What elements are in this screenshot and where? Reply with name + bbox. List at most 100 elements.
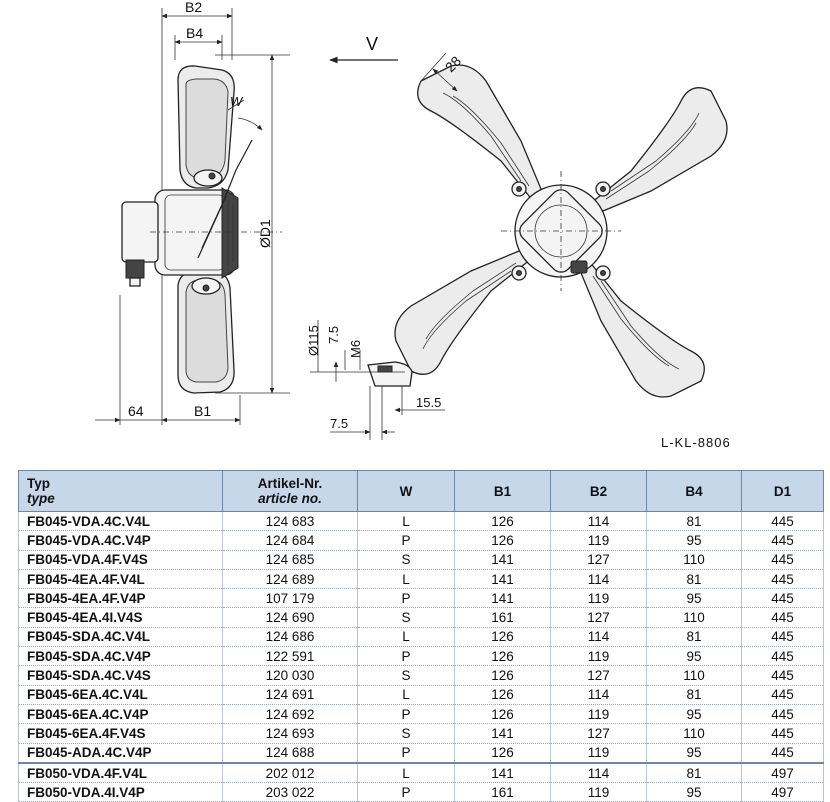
- cell-w: P: [357, 743, 455, 764]
- dim-b4-label: B4: [186, 25, 203, 41]
- cell-b2: 127: [550, 665, 647, 686]
- dim-7-5-horizontal-label: 7.5: [330, 416, 348, 431]
- cell-d1: 445: [741, 588, 824, 609]
- cell-d1: 445: [741, 685, 824, 705]
- cell-w: P: [357, 646, 455, 667]
- header-typ-en: type: [27, 491, 55, 506]
- header-b2: B2: [550, 470, 647, 512]
- cell-w: L: [357, 569, 455, 590]
- cell-w: P: [357, 530, 455, 551]
- header-w: W: [357, 470, 455, 512]
- cell-d1: 445: [741, 723, 824, 744]
- dim-15-5-label: 15.5: [416, 395, 441, 410]
- cell-article-no: 122 591: [222, 646, 358, 667]
- cell-b4: 95: [646, 646, 742, 667]
- cell-b4: 81: [646, 569, 742, 590]
- cell-b4: 110: [646, 550, 742, 570]
- header-b1: B1: [454, 470, 551, 512]
- cell-article-no: 124 683: [222, 511, 358, 532]
- cell-article-no: 120 030: [222, 665, 358, 686]
- cell-b1: 126: [454, 530, 551, 551]
- cell-b2: 119: [550, 530, 647, 551]
- cell-d1: 445: [741, 627, 824, 648]
- cell-b2: 119: [550, 704, 647, 725]
- cell-typ: FB045-4EA.4F.V4P: [18, 588, 223, 609]
- cell-b4: 81: [646, 511, 742, 532]
- cell-b4: 110: [646, 723, 742, 744]
- cell-b4: 95: [646, 704, 742, 725]
- spec-table: Typ type Artikel-Nr. article no. W B1 B2…: [18, 470, 824, 802]
- cell-b1: 126: [454, 704, 551, 725]
- dim-b1-label: B1: [194, 403, 211, 419]
- cell-b2: 114: [550, 569, 647, 590]
- header-artikel: Artikel-Nr. article no.: [222, 470, 358, 512]
- cell-article-no: 124 690: [222, 607, 358, 628]
- dim-w-label: W: [230, 94, 244, 109]
- front-view: 28: [394, 53, 728, 398]
- cell-b2: 127: [550, 550, 647, 570]
- cell-b4: 110: [646, 607, 742, 628]
- cell-b2: 114: [550, 627, 647, 648]
- dim-d1-label: ØD1: [257, 219, 273, 248]
- cell-b2: 114: [550, 685, 647, 705]
- cell-w: L: [357, 761, 455, 784]
- cell-w: P: [357, 588, 455, 609]
- cell-b2: 114: [550, 761, 647, 784]
- view-direction-v: V: [329, 34, 398, 64]
- cell-w: S: [357, 550, 455, 570]
- cell-typ: FB045-6EA.4F.V4S: [18, 723, 223, 744]
- header-b4: B4: [646, 470, 742, 512]
- cell-typ: FB045-SDA.4C.V4P: [18, 646, 223, 667]
- cell-b4: 95: [646, 588, 742, 609]
- cell-w: L: [357, 511, 455, 532]
- cell-article-no: 124 685: [222, 550, 358, 570]
- cell-b1: 126: [454, 665, 551, 686]
- cell-article-no: 124 686: [222, 627, 358, 648]
- cell-b2: 119: [550, 782, 647, 802]
- fan-blade: [417, 64, 542, 203]
- cell-b2: 127: [550, 607, 647, 628]
- cell-b1: 161: [454, 607, 551, 628]
- mounting-detail: Ø115 7.5 M6 15.5 7.5: [306, 320, 445, 440]
- cell-b1: 126: [454, 646, 551, 667]
- cell-article-no: 124 689: [222, 569, 358, 590]
- cell-typ: FB045-VDA.4F.V4S: [18, 550, 223, 570]
- cell-d1: 445: [741, 550, 824, 570]
- cell-d1: 445: [741, 665, 824, 686]
- cell-typ: FB045-SDA.4C.V4S: [18, 665, 223, 686]
- cell-typ: FB050-VDA.4I.V4P: [18, 782, 223, 802]
- cell-w: P: [357, 704, 455, 725]
- cell-article-no: 124 688: [222, 743, 358, 764]
- cell-typ: FB045-VDA.4C.V4P: [18, 530, 223, 551]
- dim-7-5-vertical-label: 7.5: [326, 326, 341, 344]
- cell-b1: 126: [454, 511, 551, 532]
- cell-b1: 141: [454, 550, 551, 570]
- dim-64-label: 64: [128, 403, 144, 419]
- cell-b2: 114: [550, 511, 647, 532]
- technical-drawing: B2 B4 W ØD1 64 B1 V: [95, 0, 730, 450]
- cell-b1: 126: [454, 627, 551, 648]
- header-d1: D1: [741, 470, 824, 512]
- cell-b4: 95: [646, 530, 742, 551]
- cell-article-no: 124 691: [222, 685, 358, 705]
- cell-d1: 445: [741, 743, 824, 764]
- cell-article-no: 124 684: [222, 530, 358, 551]
- dim-d115-label: Ø115: [306, 325, 321, 356]
- cell-w: S: [357, 665, 455, 686]
- dim-b2-label: B2: [185, 0, 202, 15]
- cell-w: L: [357, 627, 455, 648]
- cell-b1: 161: [454, 782, 551, 802]
- fan-blade: [394, 250, 533, 375]
